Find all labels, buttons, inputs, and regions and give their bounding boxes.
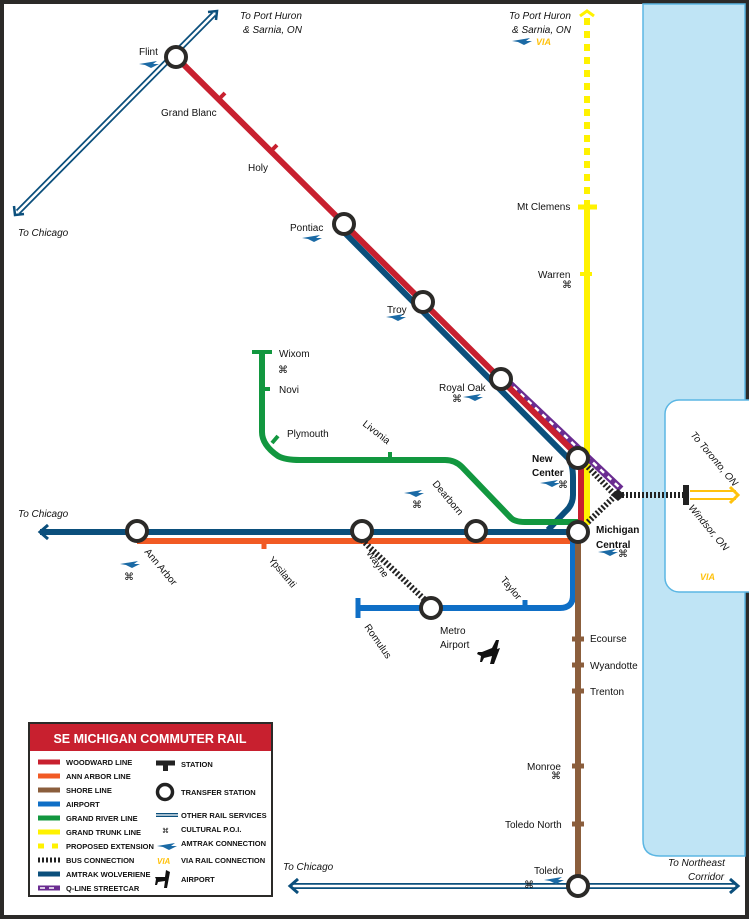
legend-label: AMTRAK WOLVERIENE bbox=[66, 870, 150, 879]
via-rail-icon: VIA VIA bbox=[536, 37, 715, 582]
svg-text:Novi: Novi bbox=[279, 385, 299, 396]
svg-text:Royal Oak: Royal Oak bbox=[439, 383, 487, 394]
svg-text:Troy: Troy bbox=[387, 305, 407, 316]
svg-text:Mt Clemens: Mt Clemens bbox=[517, 202, 570, 213]
svg-text:Trenton: Trenton bbox=[590, 687, 624, 698]
svg-text:VIA RAIL CONNECTION: VIA RAIL CONNECTION bbox=[181, 856, 265, 865]
svg-text:Grand Blanc: Grand Blanc bbox=[161, 108, 217, 119]
svg-text:Monroe: Monroe bbox=[527, 762, 561, 773]
via-to-toronto bbox=[690, 485, 741, 505]
grand-river-line bbox=[259, 352, 578, 525]
svg-text:⌘: ⌘ bbox=[162, 827, 169, 835]
svg-text:New: New bbox=[532, 454, 553, 465]
woodward-stations bbox=[215, 91, 279, 155]
svg-text:Central: Central bbox=[596, 540, 631, 551]
airport-stations bbox=[355, 598, 528, 618]
svg-text:Pontiac: Pontiac bbox=[290, 223, 323, 234]
svg-text:Holy: Holy bbox=[248, 163, 268, 174]
svg-text:To Port Huron: To Port Huron bbox=[240, 11, 302, 22]
svg-text:⌘: ⌘ bbox=[452, 394, 462, 405]
svg-text:STATION: STATION bbox=[181, 760, 213, 769]
legend-label: GRAND RIVER LINE bbox=[66, 814, 138, 823]
svg-text:⌘: ⌘ bbox=[278, 365, 288, 376]
legend: SE MICHIGAN COMMUTER RAIL WOODWARD LINE A… bbox=[28, 722, 273, 897]
svg-text:⌘: ⌘ bbox=[524, 880, 534, 891]
legend-label: ANN ARBOR LINE bbox=[66, 772, 131, 781]
legend-label: SHORE LINE bbox=[66, 786, 112, 795]
qline-dashes bbox=[505, 379, 622, 490]
legend-label: GRAND TRUNK LINE bbox=[66, 828, 141, 837]
chicago-arrow-icon bbox=[37, 523, 49, 541]
svg-text:OTHER RAIL SERVICES: OTHER RAIL SERVICES bbox=[181, 811, 267, 820]
grand-river-stations bbox=[252, 350, 392, 460]
svg-text:AMTRAK CONNECTION: AMTRAK CONNECTION bbox=[181, 839, 266, 848]
svg-text:Airport: Airport bbox=[440, 640, 470, 651]
airport-icon bbox=[477, 640, 500, 664]
svg-text:& Sarnia, ON: & Sarnia, ON bbox=[243, 25, 303, 36]
legend-label: PROPOSED EXTENSION bbox=[66, 842, 154, 851]
svg-text:⌘: ⌘ bbox=[551, 771, 561, 782]
svg-text:Plymouth: Plymouth bbox=[287, 429, 329, 440]
svg-text:TRANSFER STATION: TRANSFER STATION bbox=[181, 788, 256, 797]
svg-text:Ecourse: Ecourse bbox=[590, 634, 627, 645]
bus-hub bbox=[611, 489, 625, 501]
cultural-poi-icons: ⌘ ⌘ ⌘ ⌘ ⌘ ⌘ ⌘ ⌘ ⌘ bbox=[124, 280, 628, 891]
svg-text:Toledo: Toledo bbox=[534, 866, 564, 877]
svg-text:VIA: VIA bbox=[157, 857, 171, 866]
svg-text:To Chicago: To Chicago bbox=[18, 509, 69, 520]
svg-text:Metro: Metro bbox=[440, 626, 466, 637]
svg-text:⌘: ⌘ bbox=[618, 549, 628, 560]
legend-label: Q-LINE STREETCAR bbox=[66, 884, 140, 893]
svg-text:⌘: ⌘ bbox=[124, 572, 134, 583]
canada-area bbox=[664, 399, 749, 593]
proposed-arrow-icon bbox=[579, 9, 595, 18]
svg-text:Wyandotte: Wyandotte bbox=[590, 661, 638, 672]
svg-text:AIRPORT: AIRPORT bbox=[181, 875, 215, 884]
transfer-stations bbox=[125, 45, 590, 898]
legend-label: AIRPORT bbox=[66, 800, 100, 809]
svg-text:To Port Huron: To Port Huron bbox=[509, 11, 571, 22]
svg-text:Center: Center bbox=[532, 468, 564, 479]
airport-line bbox=[358, 540, 576, 611]
shore-stations bbox=[572, 636, 584, 827]
svg-text:CULTURAL P.O.I.: CULTURAL P.O.I. bbox=[181, 825, 241, 834]
svg-text:VIA: VIA bbox=[700, 572, 715, 582]
amtrak-toledo-line bbox=[287, 877, 741, 895]
svg-text:To Northeast: To Northeast bbox=[668, 858, 726, 869]
svg-text:Warren: Warren bbox=[538, 270, 570, 281]
svg-text:⌘: ⌘ bbox=[562, 280, 572, 291]
svg-text:⌘: ⌘ bbox=[412, 500, 422, 511]
svg-text:⌘: ⌘ bbox=[558, 480, 568, 491]
bus-connections bbox=[359, 464, 684, 603]
legend-title: SE MICHIGAN COMMUTER RAIL bbox=[53, 732, 246, 746]
svg-text:To Chicago: To Chicago bbox=[283, 862, 334, 873]
svg-text:& Sarnia, ON: & Sarnia, ON bbox=[512, 25, 572, 36]
svg-text:VIA: VIA bbox=[536, 37, 551, 47]
svg-text:To Chicago: To Chicago bbox=[18, 228, 69, 239]
svg-text:Corridor: Corridor bbox=[688, 872, 725, 883]
svg-text:Michigan: Michigan bbox=[596, 525, 639, 536]
svg-text:Wixom: Wixom bbox=[279, 349, 310, 360]
svg-text:Flint: Flint bbox=[139, 47, 158, 58]
legend-label: BUS CONNECTION bbox=[66, 856, 134, 865]
legend-label: WOODWARD LINE bbox=[66, 758, 132, 767]
svg-text:Toledo North: Toledo North bbox=[505, 820, 562, 831]
